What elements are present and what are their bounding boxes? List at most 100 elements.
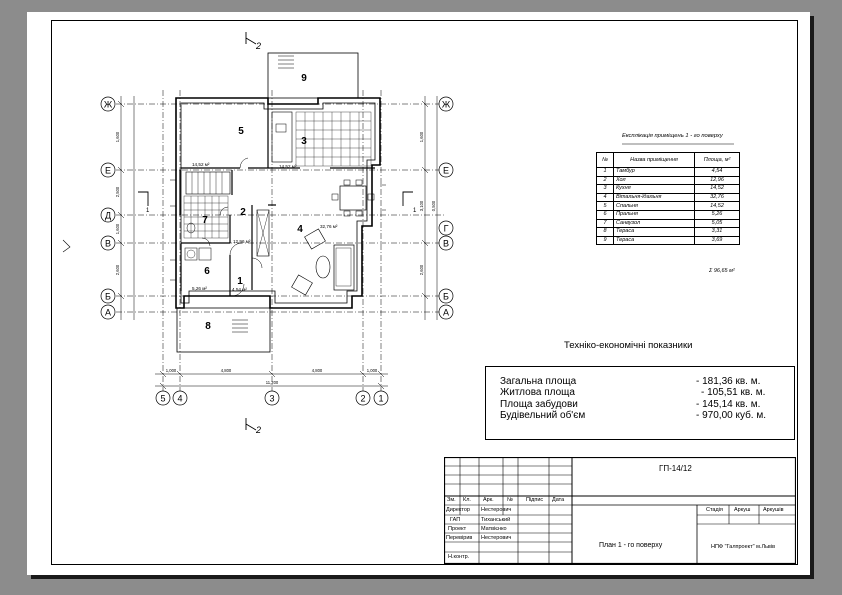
indicator-value: - 181,36 кв. м. [696, 376, 761, 387]
axis-left-Ж: Ж [104, 100, 113, 110]
dim-left-3: 1,600 [115, 223, 120, 234]
dim-bottom-4: 1,000 [367, 368, 378, 373]
explication-title: Експлікація приміщень 1 - го поверху [622, 133, 723, 139]
stamp-name: Тиханський [481, 517, 511, 523]
indicator-value: - 145,14 кв. м. [696, 399, 761, 410]
explication-header-no: № [596, 152, 614, 168]
room-number-1: 1 [237, 276, 243, 287]
axis-left-А: А [105, 308, 111, 318]
stamp-col-header: Підпис [526, 497, 544, 503]
indicator-label: Площа забудови [500, 399, 578, 410]
axis-right-Ж: Ж [442, 100, 451, 110]
stamp-grid [444, 457, 796, 564]
room-number-2: 2 [240, 207, 246, 218]
explication-header-area: Площа, м² [694, 152, 740, 168]
section-label-bottom: 2 [255, 425, 261, 435]
axis-right-Б: Б [443, 292, 449, 302]
axis-right-Г: Г [444, 224, 449, 234]
stamp-stage-header: Стадія [706, 507, 723, 513]
stamp-col-header: Дата [552, 497, 565, 503]
drawing-frame [51, 20, 798, 565]
indicators-title: Техніко-економічні показники [564, 340, 693, 351]
stamp-role: Директор [446, 507, 470, 513]
stamp-col-header: Кл. [463, 497, 471, 503]
stamp-name: Нестерович [481, 535, 512, 541]
dim-left-4: 2,600 [115, 264, 120, 275]
dim-bottom-1: 1,000 [166, 368, 177, 373]
dim-right-1: 1,600 [419, 131, 424, 142]
room-area-6: 5,26 м² [192, 286, 207, 291]
dim-right-2: 3,100 [419, 200, 424, 211]
room-area-1: 4,54 м² [232, 287, 247, 292]
dim-right-inner: 0,500 [431, 200, 436, 211]
indicators-box: Загальна площа - 181,36 кв. м. Житлова п… [485, 366, 795, 440]
drawing-sheet [27, 12, 810, 575]
axis-left-В: В [105, 239, 111, 249]
dim-right-3: 2,600 [419, 264, 424, 275]
dim-bottom-3: 4,800 [312, 368, 323, 373]
explication-header-name: Назва приміщення [613, 152, 695, 168]
stamp-stage-header: Аркушів [763, 507, 784, 513]
stamp-role: ГАП [450, 517, 461, 523]
stamp-name: Нестерович [481, 507, 512, 513]
stamp-stage-header: Аркуш [734, 507, 751, 513]
stamp-col-header: Арк. [483, 497, 494, 503]
stamp-role: Перевірив [446, 535, 473, 541]
room-area-2: 12,96 м² [233, 239, 251, 244]
axis-right-В: В [443, 239, 449, 249]
room-number-3: 3 [301, 136, 307, 147]
room-area-5: 14,52 м² [192, 162, 210, 167]
section-side-right: 1 [413, 208, 417, 214]
axis-right-Е: Е [443, 166, 449, 176]
dim-total: 11,200 [266, 380, 279, 385]
axis-bottom-5: 5 [160, 394, 165, 404]
explication-total: Σ 96,65 м² [709, 268, 735, 274]
stamp-company: НПФ "Галпроект" м.Львів [711, 544, 775, 550]
room-number-5: 5 [238, 126, 244, 137]
room-area-3: 14,52 м² [279, 164, 297, 169]
stamp-role: Н.контр. [448, 554, 470, 560]
stamp-role: Проект [448, 526, 467, 532]
axis-bottom-2: 2 [360, 394, 365, 404]
dim-bottom-2: 4,800 [221, 368, 232, 373]
room-number-9: 9 [301, 73, 307, 84]
indicator-label: Загальна площа [500, 376, 577, 387]
room-number-7: 7 [202, 215, 208, 226]
room-number-4: 4 [297, 224, 303, 235]
stamp-name: Матвієнко [481, 526, 507, 532]
indicator-value: - 105,51 кв. м. [701, 387, 766, 398]
dim-left-2: 2,500 [115, 186, 120, 197]
section-side-left: 1 [146, 208, 150, 214]
axis-right-А: А [443, 308, 449, 318]
stamp-code: ГП-14/12 [659, 464, 692, 473]
room-number-8: 8 [205, 321, 211, 332]
axis-left-Е: Е [105, 166, 111, 176]
axis-left-Д: Д [105, 211, 111, 221]
axis-bottom-4: 4 [177, 394, 182, 404]
title-stamp: ГП-14/12 Зм. Кл. Арк. № Підпис Дата Дире… [444, 457, 796, 564]
indicator-label: Житлова площа [500, 387, 575, 398]
stamp-sheet-title: План 1 - го поверху [599, 542, 663, 549]
indicator-label: Будівельний об'єм [500, 410, 586, 421]
room-area-4: 32,76 м² [320, 224, 338, 229]
stamp-col-header: № [507, 497, 513, 503]
axis-bottom-3: 3 [269, 394, 274, 404]
axis-left-Б: Б [105, 292, 111, 302]
indicator-value: - 970,00 куб. м. [696, 410, 767, 421]
axis-bottom-1: 1 [378, 394, 383, 404]
room-number-6: 6 [204, 266, 210, 277]
section-label-top: 2 [255, 41, 261, 51]
stamp-col-header: Зм. [447, 497, 456, 503]
dim-left-1: 1,600 [115, 131, 120, 142]
